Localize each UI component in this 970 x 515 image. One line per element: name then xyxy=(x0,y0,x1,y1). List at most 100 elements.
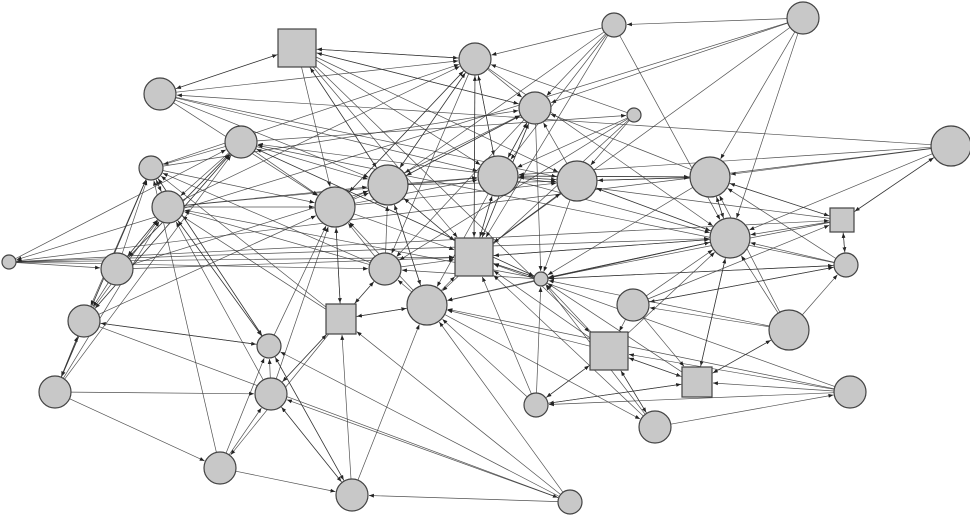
edge-n24-to-n12 xyxy=(98,215,317,315)
edge-n17-to-n16 xyxy=(729,183,831,217)
edge-n5-to-n14 xyxy=(175,97,478,172)
edge-n34-to-n26 xyxy=(700,258,727,368)
edge-n39-to-n35 xyxy=(548,392,835,407)
edge-n16-to-n4 xyxy=(550,113,692,171)
edge-n16-to-n15 xyxy=(597,177,691,183)
edge-n10-to-n4 xyxy=(162,109,519,167)
edge-n14-to-n2 xyxy=(477,75,495,157)
edge-n3-to-n4 xyxy=(546,33,606,96)
edge-n12-to-n2 xyxy=(348,71,464,193)
edge-n6-to-n26 xyxy=(736,33,799,219)
edge-n21-to-n12 xyxy=(347,223,376,257)
edge-n30-to-n10 xyxy=(153,180,217,453)
edge-n23-to-n17 xyxy=(841,232,846,254)
edge-n7-to-n15 xyxy=(590,120,630,166)
edge-n23-to-n22 xyxy=(548,265,835,281)
edge-n8-to-n16 xyxy=(730,148,932,176)
edge-n13-to-n1 xyxy=(309,67,378,169)
edge-n37-to-n34 xyxy=(712,339,772,374)
edge-n28-to-n30 xyxy=(69,398,205,462)
edge-n6-to-n3 xyxy=(626,18,788,27)
node-n39-circle xyxy=(833,375,867,409)
edge-n3-to-n14 xyxy=(510,34,607,160)
edge-n36-to-n31 xyxy=(286,399,559,499)
edge-n26-to-n27 xyxy=(447,241,711,302)
edge-n35-to-n20 xyxy=(481,276,532,395)
node-n32-circle xyxy=(335,478,369,512)
edge-n40-to-n26 xyxy=(646,249,713,297)
node-n1-square xyxy=(277,28,317,68)
node-n35-circle xyxy=(523,392,549,418)
edge-n21-to-n13 xyxy=(385,205,390,254)
edge-n3-to-n2 xyxy=(491,27,603,56)
node-n30-circle xyxy=(203,451,237,485)
edge-n6-to-n16 xyxy=(720,31,796,160)
node-n18-circle xyxy=(1,254,17,270)
edge-n35-to-n34 xyxy=(547,383,682,404)
edge-n27-to-n38 xyxy=(444,314,641,420)
edge-n10-to-n2 xyxy=(162,64,460,165)
edge-n35-to-n33 xyxy=(545,365,590,399)
edge-n21-to-n11 xyxy=(184,211,370,265)
edge-n16-to-n14 xyxy=(518,174,691,179)
edge-n39-to-n20 xyxy=(493,263,836,387)
node-n36-circle xyxy=(557,489,583,515)
edge-n5-to-n1 xyxy=(175,54,278,90)
node-n37-circle xyxy=(768,309,810,351)
edge-n12-to-n20 xyxy=(353,213,455,251)
edge-n24-to-n36 xyxy=(98,326,558,498)
node-n3-circle xyxy=(601,12,627,38)
edge-n29-to-n24 xyxy=(100,322,258,345)
edge-n27-to-n13 xyxy=(394,204,422,287)
edge-n1-to-n33 xyxy=(315,66,590,333)
edge-n23-to-n26 xyxy=(750,242,835,263)
edge-n10-to-n12 xyxy=(162,170,315,204)
edge-n39-to-n34 xyxy=(712,381,835,392)
edge-n15-to-n14 xyxy=(518,175,558,181)
edge-n39-to-n27 xyxy=(447,308,835,390)
node-n38-circle xyxy=(638,410,672,444)
node-n2-circle xyxy=(458,42,492,76)
node-n21-circle xyxy=(368,252,402,286)
edge-n13-to-n2 xyxy=(399,72,466,169)
edge-n25-to-n21 xyxy=(353,281,375,305)
node-n19-circle xyxy=(100,252,134,286)
edge-n7-to-n2 xyxy=(490,64,628,114)
edge-n18-to-n21 xyxy=(15,261,369,271)
edge-n18-to-n26 xyxy=(15,236,710,263)
edge-n32-to-n25 xyxy=(340,334,352,480)
edge-n6-to-n20 xyxy=(493,27,791,243)
edge-n23-to-n16 xyxy=(727,188,837,259)
edge-n18-to-n17 xyxy=(15,218,830,262)
edge-n31-to-n25 xyxy=(281,334,327,383)
edge-n21-to-n20 xyxy=(400,258,455,268)
edge-n26-to-n16 xyxy=(716,196,725,220)
edge-n25-to-n11 xyxy=(182,215,327,310)
edge-n40-to-n34 xyxy=(642,317,685,367)
edge-n9-to-n13 xyxy=(256,146,368,180)
edge-n37-to-n22 xyxy=(548,279,770,327)
edge-n17-to-n8 xyxy=(853,157,934,213)
node-n14-circle xyxy=(477,155,519,197)
edge-n9-to-n10 xyxy=(163,146,226,165)
edge-n15-to-n4 xyxy=(543,122,568,164)
edge-n18-to-n9 xyxy=(15,149,227,260)
edge-n29-to-n12 xyxy=(273,225,327,336)
edge-n33-to-n26 xyxy=(627,252,715,334)
node-n26-circle xyxy=(709,217,751,259)
edge-n36-to-n32 xyxy=(368,493,559,502)
node-n27-circle xyxy=(406,284,448,326)
edge-n18-to-n19 xyxy=(15,262,101,270)
edge-n19-to-n24 xyxy=(92,282,109,307)
edge-n9-to-n12 xyxy=(254,150,318,196)
edge-n20-to-n2 xyxy=(472,75,477,239)
edge-n9-to-n11 xyxy=(180,152,230,196)
edge-n6-to-n4 xyxy=(550,22,788,103)
edge-n28-to-n11 xyxy=(63,221,160,379)
edge-n37-to-n23 xyxy=(801,274,838,316)
edge-n22-to-n20 xyxy=(493,263,535,278)
node-n16-circle xyxy=(689,156,731,198)
edge-n5-to-n2 xyxy=(175,59,459,93)
edge-n30-to-n29 xyxy=(225,357,265,454)
